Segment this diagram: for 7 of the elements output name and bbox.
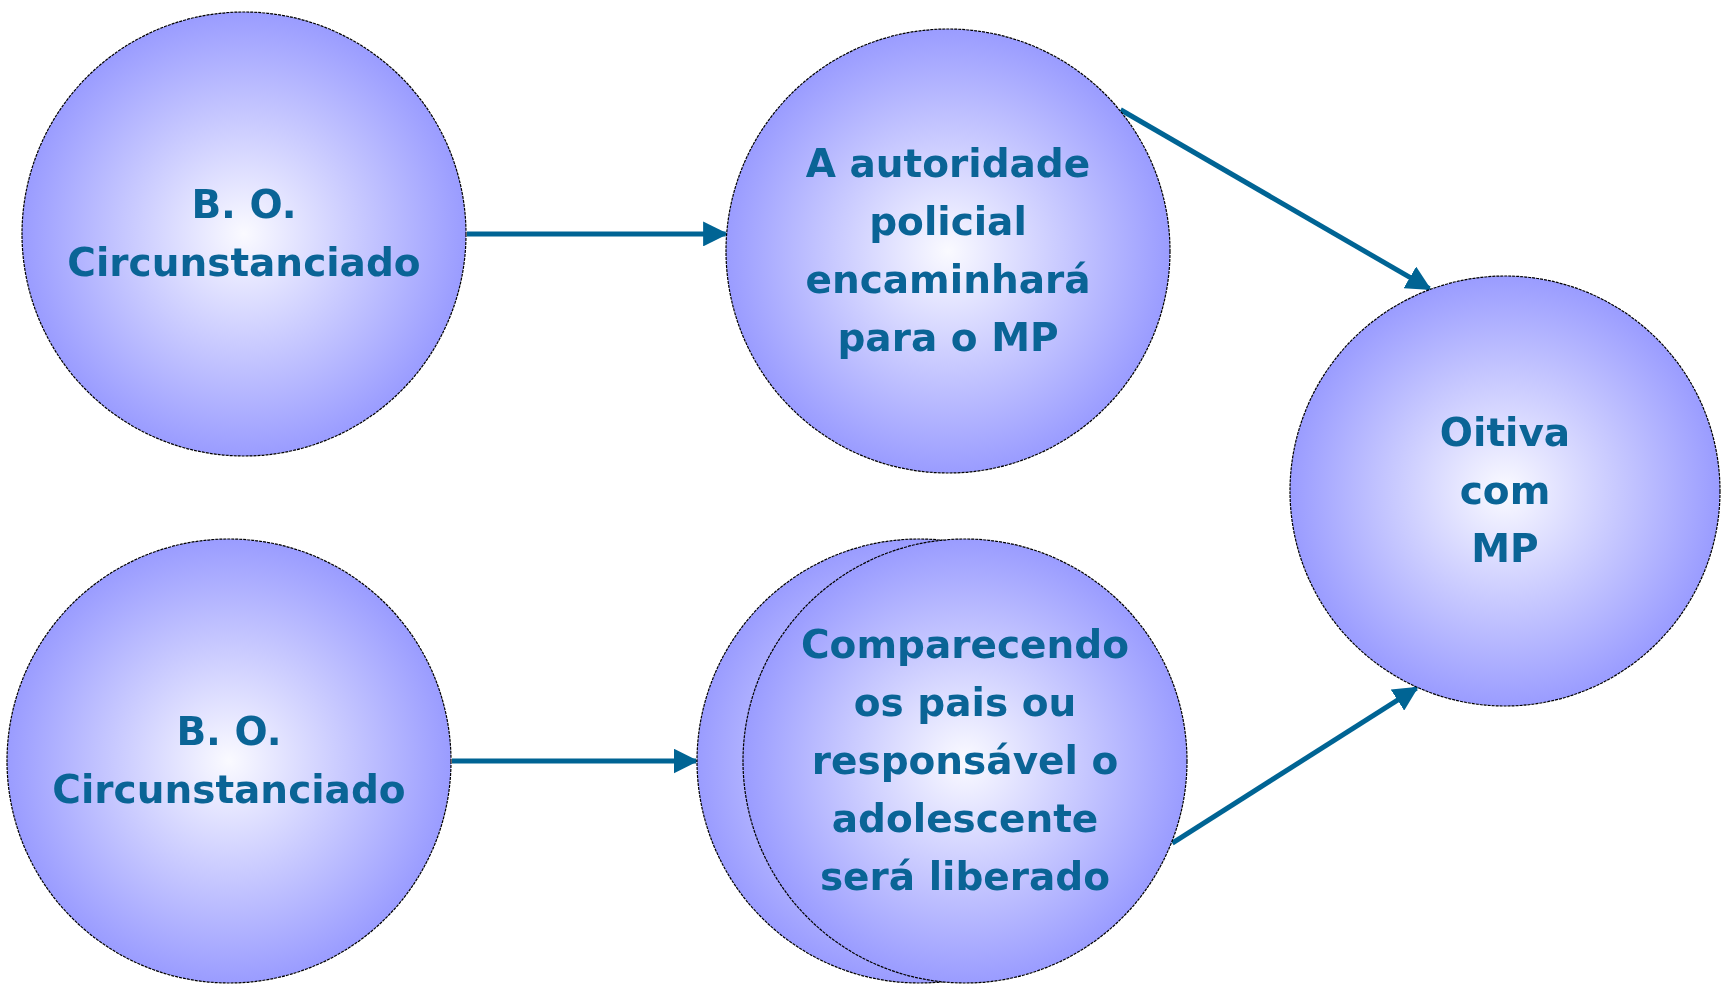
node-label: A autoridade policial encaminhará para o MP: [804, 140, 1092, 362]
node-label: Oitiva com MP: [1438, 409, 1572, 573]
arrow: [1171, 685, 1419, 846]
node-label: B. O. Circunstanciado: [51, 708, 407, 814]
node-label: Comparecendo os pais ou responsável o adolescente será liberado: [800, 621, 1130, 901]
arrow: [1119, 107, 1432, 291]
node-label: B. O. Circunstanciado: [66, 181, 422, 287]
